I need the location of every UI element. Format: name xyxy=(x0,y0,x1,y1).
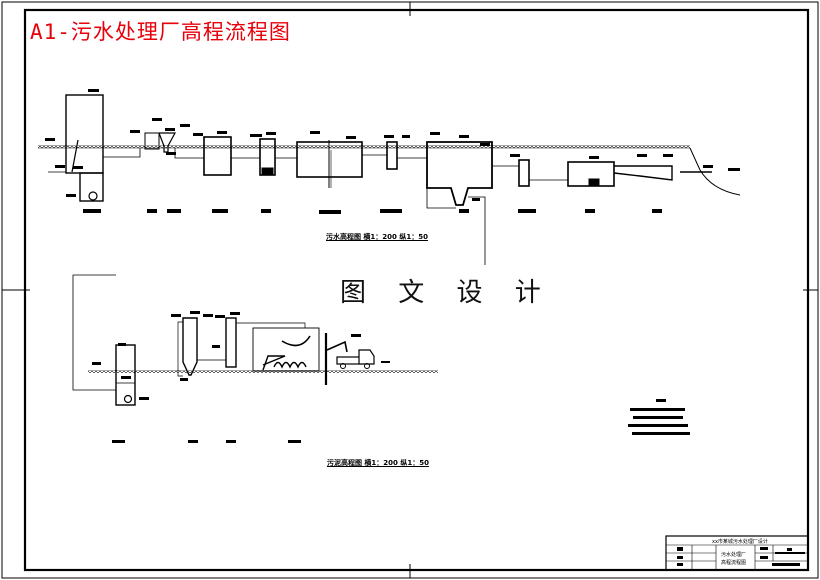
title-block-drawing-name-2: 高程流程图 xyxy=(721,560,747,566)
ground-hatch xyxy=(38,145,690,148)
drawing-title: A1-污水处理厂高程流程图 xyxy=(30,20,291,44)
sewage-profile-caption: 污水高程图 横1：200 纵1：50 xyxy=(326,233,428,241)
sludge-profile-caption: 污泥高程图 横1：200 纵1：50 xyxy=(327,459,429,467)
legend-notes xyxy=(628,399,690,435)
elevation-labels xyxy=(45,89,740,214)
sludge-profile-diagram xyxy=(72,274,438,406)
title-block-drawing-name-1: 污水处理厂 xyxy=(721,552,747,558)
sludge-elevation-labels xyxy=(92,311,390,443)
title-block xyxy=(665,535,809,571)
watermark: 图 文 设 计 xyxy=(338,272,555,309)
title-block-project: xx市某城污水处理厂设计 xyxy=(712,539,768,545)
sewage-profile-diagram xyxy=(38,94,741,265)
